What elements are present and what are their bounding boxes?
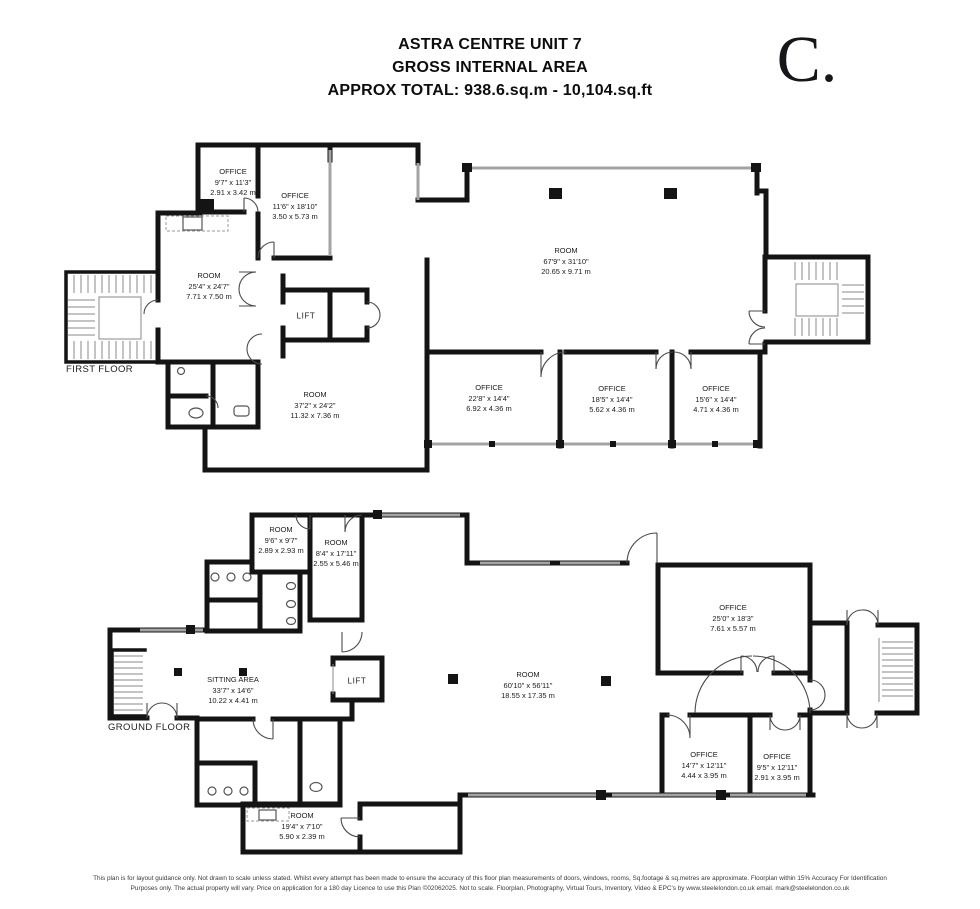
staircase — [794, 262, 864, 336]
room-label-office-d: OFFICE 18'5" x 14'4" 5.62 x 4.36 m — [589, 384, 635, 415]
title-line-3: APPROX TOTAL: 938.6.sq.m - 10,104.sq.ft — [327, 82, 653, 100]
room-label-office-c: OFFICE 22'8" x 14'4" 6.92 x 4.36 m — [466, 383, 512, 414]
column — [549, 188, 562, 199]
room-label-room-25: ROOM 25'4" x 24'7" 7.71 x 7.50 m — [186, 271, 232, 302]
lift-label-ground-floor: LIFT — [347, 676, 367, 686]
column — [601, 676, 611, 686]
column — [664, 188, 677, 199]
column — [239, 668, 247, 676]
disclaimer: This plan is for layout guidance only. N… — [0, 874, 980, 893]
staircase — [114, 655, 143, 711]
room-label-room-60: ROOM 60'10" x 56'11" 18.55 x 17.35 m — [501, 670, 555, 701]
kitchenette — [246, 807, 290, 822]
room-label-room-37: ROOM 37'2" x 24'2" 11.32 x 7.36 m — [290, 390, 340, 421]
room-label-room-194: ROOM 19'4" x 7'10" 5.90 x 2.39 m — [279, 811, 325, 842]
wc-fixtures — [207, 572, 323, 796]
disclaimer-line-1: This plan is for layout guidance only. N… — [93, 875, 887, 883]
lift-label-first-floor: LIFT — [296, 311, 316, 321]
page-title: ASTRA CENTRE UNIT 7 GROSS INTERNAL AREA … — [0, 33, 980, 103]
room-label-room-96: ROOM 9'6" x 9'7" 2.89 x 2.93 m — [258, 525, 304, 556]
first-floor-label: FIRST FLOOR — [66, 364, 134, 375]
room-label-office-25: OFFICE 25'0" x 18'3" 7.61 x 5.57 m — [710, 603, 756, 634]
column — [174, 668, 182, 676]
room-label-office-e: OFFICE 15'6" x 14'4" 4.71 x 4.36 m — [693, 384, 739, 415]
room-label-room-67: ROOM 67'9" x 31'10" 20.65 x 9.71 m — [541, 246, 591, 277]
staircase — [878, 638, 913, 702]
first-floor-plan — [64, 142, 871, 473]
brand-logo: C. — [776, 23, 838, 96]
room-label-room-84: ROOM 8'4" x 17'11" 2.55 x 5.46 m — [313, 538, 359, 569]
disclaimer-line-2: Purposes only. The actual property will … — [130, 884, 850, 892]
title-line-2: GROSS INTERNAL AREA — [392, 59, 588, 77]
door-arcs — [143, 197, 766, 409]
ground-floor-label: GROUND FLOOR — [108, 722, 191, 733]
room-label-sitting-area: SITTING AREA 33'7" x 14'6" 10.22 x 4.41 … — [207, 675, 259, 706]
room-label-office-147: OFFICE 14'7" x 12'11" 4.44 x 3.95 m — [681, 750, 727, 781]
title-line-1: ASTRA CENTRE UNIT 7 — [398, 36, 582, 53]
room-label-office-a: OFFICE 9'7" x 11'3" 2.91 x 3.42 m — [210, 167, 256, 198]
door-arcs — [146, 514, 879, 838]
wc-fixtures — [176, 366, 250, 419]
room-label-office-b: OFFICE 11'6" x 18'10" 3.50 x 5.73 m — [272, 191, 318, 222]
ground-floor-plan — [107, 510, 920, 855]
column — [448, 674, 458, 684]
kitchenette — [165, 215, 229, 232]
room-label-office-95: OFFICE 9'5" x 12'11" 2.91 x 3.95 m — [754, 752, 800, 783]
staircase — [68, 275, 152, 359]
